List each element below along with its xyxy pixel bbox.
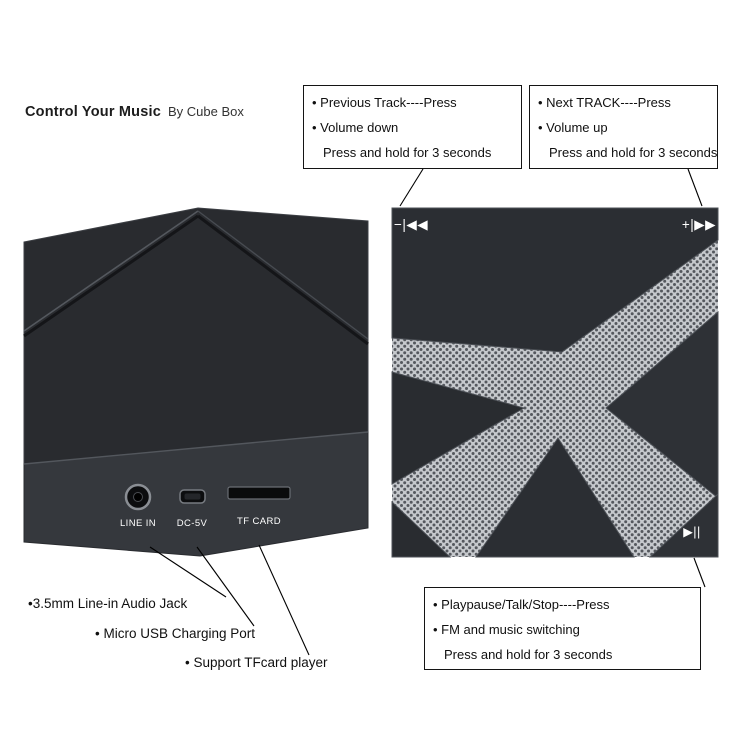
callout-line: • FM and music switching <box>433 622 580 637</box>
callout-line: • Volume down <box>312 120 399 135</box>
callout-next-track: • Next TRACK----Press • Volume up Press … <box>529 85 718 169</box>
callout-line: Press and hold for 3 seconds <box>444 647 613 662</box>
page-title: Control Your Music <box>25 104 161 120</box>
cut-groove-highlight <box>23 210 199 332</box>
playpause-symbol: ▶|| <box>683 525 701 539</box>
panel-bottom-right <box>648 492 719 558</box>
panel-edge-highlight <box>23 431 369 465</box>
panel-left <box>391 371 526 485</box>
callout-previous-track: • Previous Track----Press • Volume down … <box>303 85 522 169</box>
leader-line-tfcard <box>258 544 310 656</box>
micro-usb-port-inner <box>184 493 201 500</box>
left-speaker-front-face <box>23 207 369 465</box>
cut-groove <box>23 214 199 338</box>
cut-groove <box>197 214 369 346</box>
line-in-label: LINE IN <box>120 518 156 529</box>
page-subtitle: By Cube Box <box>167 104 244 119</box>
annotation-audio-jack: •3.5mm Line-in Audio Jack <box>28 596 188 611</box>
dc-5v-label: DC-5V <box>177 518 208 529</box>
leader-line-playpause-callout <box>693 557 706 588</box>
line-in-jack-hole <box>133 492 143 502</box>
leader-lines <box>149 168 706 656</box>
tf-card-slot <box>227 486 291 500</box>
panel-right <box>605 310 719 500</box>
callout-line: • Volume up <box>538 120 608 135</box>
callout-line: • Playpause/Talk/Stop----Press <box>433 597 610 612</box>
panel-bottom-center <box>475 437 635 558</box>
callout-line: Press and hold for 3 seconds <box>549 145 718 160</box>
annotation-tfcard: • Support TFcard player <box>185 655 328 670</box>
page-title-group: Control Your Music By Cube Box <box>25 103 244 121</box>
tf-card-label: TF CARD <box>237 516 281 527</box>
callout-line: • Previous Track----Press <box>312 95 457 110</box>
leader-line-next-callout <box>687 168 703 207</box>
leader-line-audio-jack <box>149 546 227 598</box>
annotation-usb: • Micro USB Charging Port <box>95 626 256 641</box>
cut-groove-highlight <box>197 210 369 340</box>
panel-bottom-left <box>391 500 452 558</box>
panel-top <box>391 207 719 353</box>
leader-line-usb <box>196 546 255 627</box>
leader-line-prev-callout <box>399 168 424 207</box>
left-speaker: LINE IN DC-5V TF CARD <box>23 207 369 557</box>
callout-line: • Next TRACK----Press <box>538 95 671 110</box>
right-speaker: −|◀◀ +|▶▶ ▶|| <box>391 207 719 558</box>
callout-line: Press and hold for 3 seconds <box>323 145 492 160</box>
callout-playpause: • Playpause/Talk/Stop----Press • FM and … <box>424 587 701 670</box>
next-track-symbol: +|▶▶ <box>682 217 716 232</box>
previous-track-symbol: −|◀◀ <box>394 217 428 232</box>
